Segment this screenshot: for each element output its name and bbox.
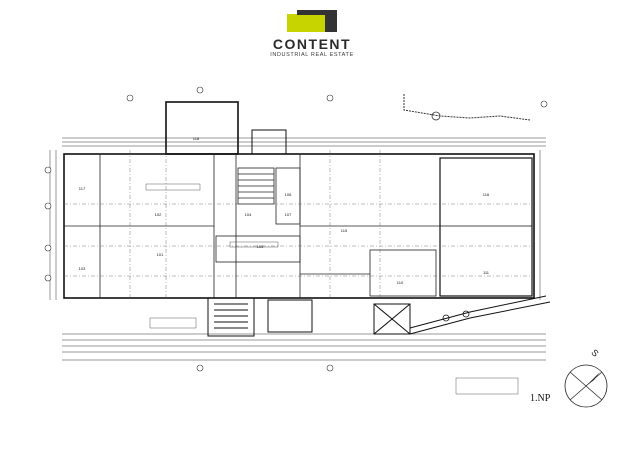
room-116-label: 116	[483, 192, 490, 197]
room-118-label: 118	[193, 136, 200, 141]
room-110-label: 110	[397, 280, 404, 285]
brand-logo: CONTENT INDUSTRIAL REAL ESTATE	[0, 10, 624, 58]
north-arrow-icon	[564, 364, 608, 408]
room-117-label: 117	[79, 186, 86, 191]
brand-tagline: INDUSTRIAL REAL ESTATE	[270, 52, 354, 58]
room-105-label: 105	[257, 244, 264, 249]
room-106-label: 106	[285, 192, 292, 197]
room-103-label: 103	[79, 266, 86, 271]
room-102-label: 102	[155, 212, 162, 217]
logo-mark-icon	[287, 10, 337, 32]
room-101-label: 101	[157, 252, 164, 257]
room-107-label: 107	[285, 212, 292, 217]
brand-name: CONTENT	[272, 36, 352, 52]
room-115-label: 115	[341, 228, 348, 233]
room-111-label: 111	[483, 270, 490, 275]
floor-level-label: 1.NP	[530, 393, 551, 404]
room-104-label: 104	[245, 212, 252, 217]
